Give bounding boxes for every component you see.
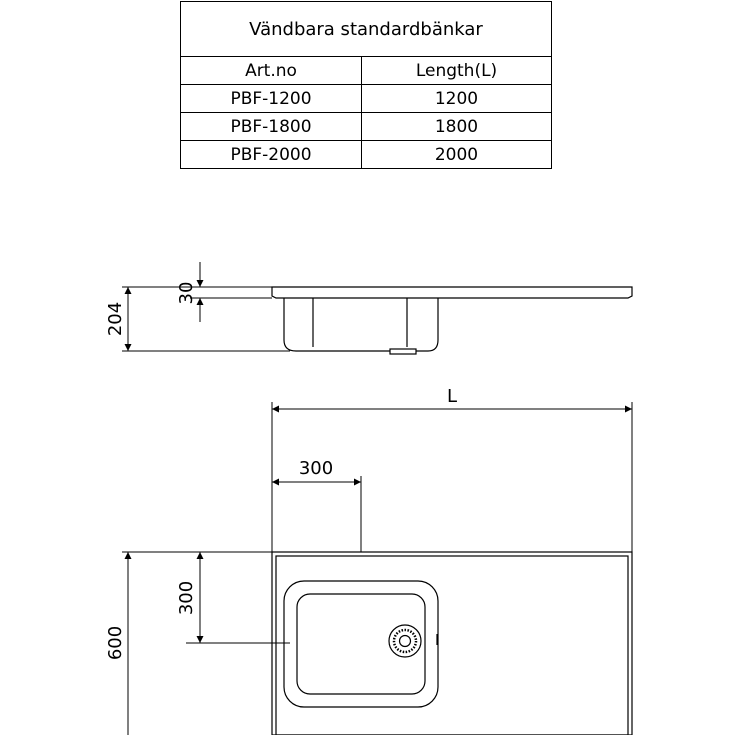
cell-art-no: PBF-1200 — [180, 84, 362, 113]
table-title-row: Vändbara standardbänkar — [180, 1, 552, 57]
sink-bowl-inner — [312, 298, 408, 347]
drain-profile — [389, 348, 417, 355]
sink-rim — [283, 580, 439, 708]
cell-length: 2000 — [361, 140, 552, 169]
sink-bowl-profile — [283, 298, 439, 352]
side-dimensions — [122, 262, 290, 352]
dim-30-label: 30 — [176, 282, 197, 305]
table-row: PBF-2000 2000 — [180, 140, 552, 169]
spec-table: Vändbara standardbänkar Art.no Length(L)… — [180, 1, 552, 169]
cell-length: 1800 — [361, 112, 552, 141]
sink-bowl — [296, 593, 426, 695]
side-view — [271, 286, 633, 355]
table-row: PBF-1800 1800 — [180, 112, 552, 141]
dim-l-label: L — [447, 386, 457, 407]
countertop-profile — [271, 286, 633, 299]
table-title: Vändbara standardbänkar — [180, 1, 552, 57]
dim-300x-label: 300 — [299, 458, 333, 479]
length-dimension — [271, 402, 633, 552]
cell-length: 1200 — [361, 84, 552, 113]
plan-view — [271, 551, 633, 735]
countertop-inner — [275, 555, 629, 735]
dim-300y-label: 300 — [176, 581, 197, 615]
header-art-no: Art.no — [180, 56, 362, 85]
table-row: PBF-1200 1200 — [180, 84, 552, 113]
cell-art-no: PBF-2000 — [180, 140, 362, 169]
plan-dimensions — [122, 551, 290, 735]
cell-art-no: PBF-1800 — [180, 112, 362, 141]
drain-icon — [388, 624, 422, 658]
dim-600-label: 600 — [105, 626, 126, 660]
dim-204-label: 204 — [105, 302, 126, 336]
table-header-row: Art.no Length(L) — [180, 56, 552, 85]
